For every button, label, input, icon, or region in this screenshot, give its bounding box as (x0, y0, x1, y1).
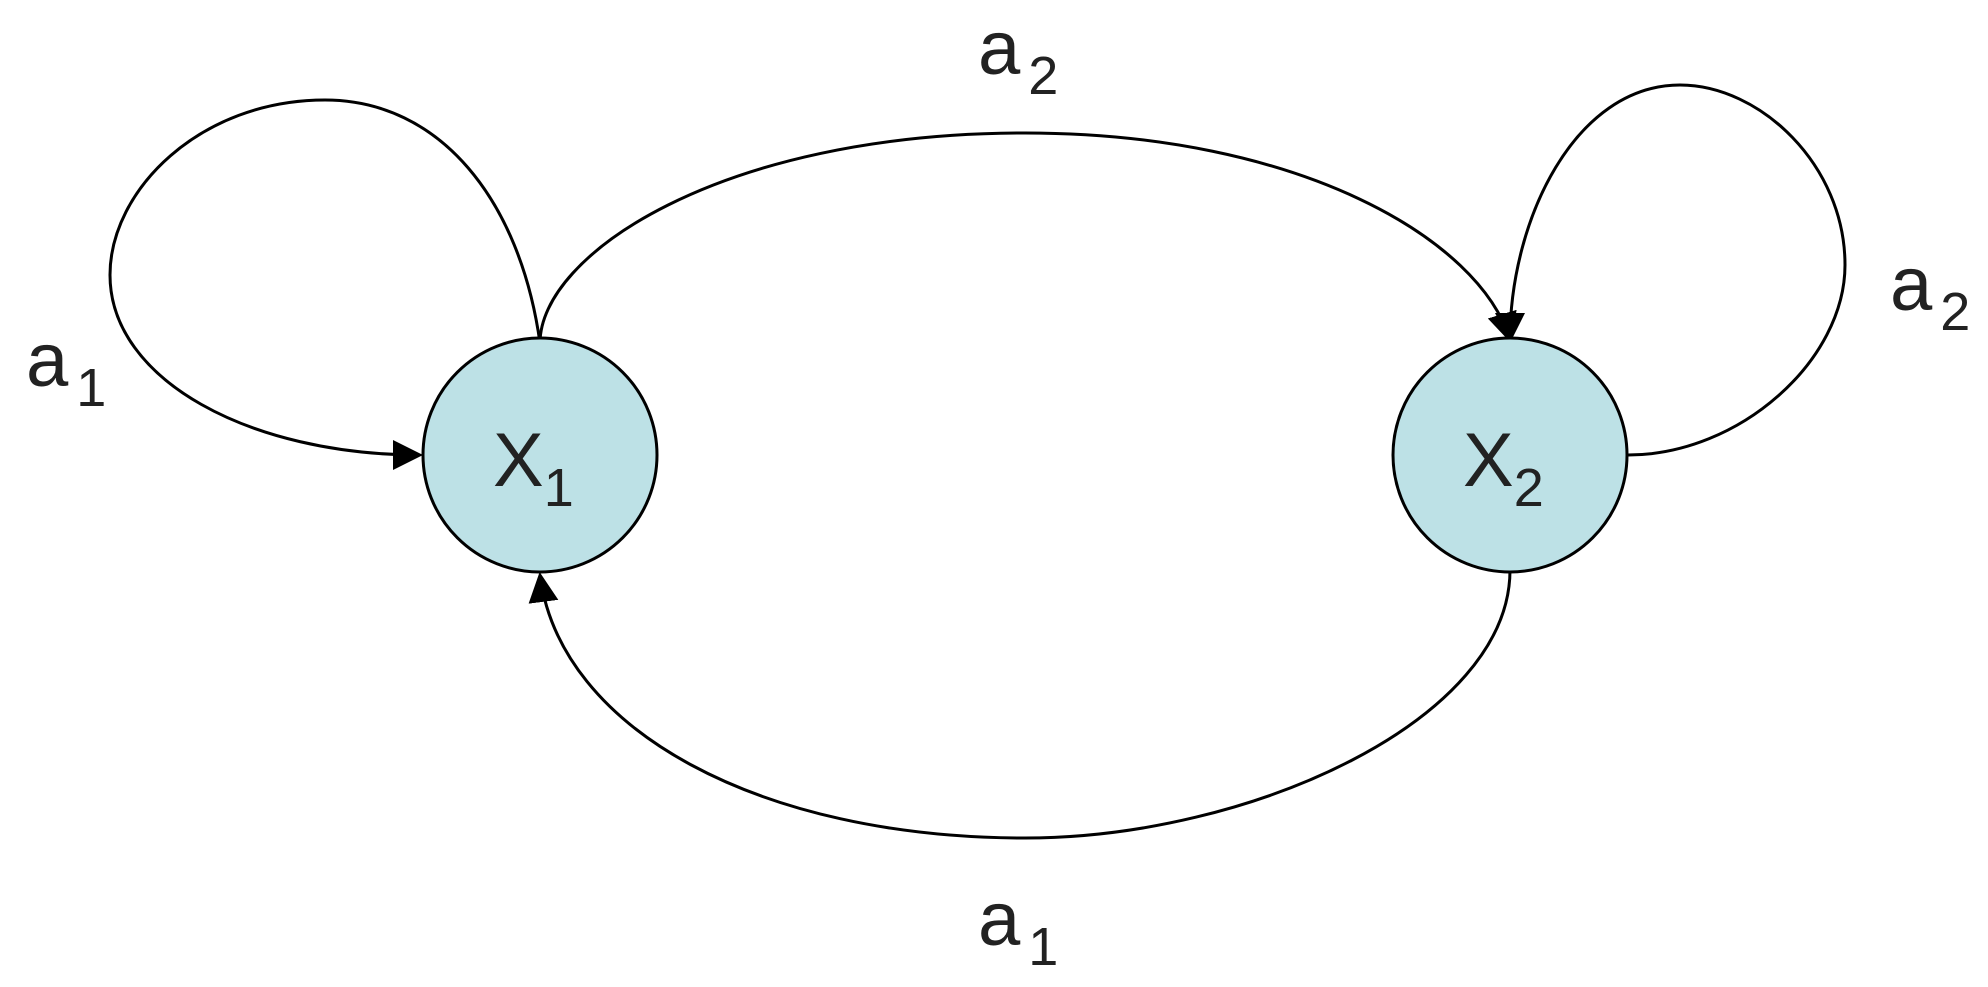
edge-x1-self-loop-letter: a (26, 318, 69, 403)
node-x2-circle (1391, 336, 1629, 574)
edge-x2-to-x1-subscript: 1 (1028, 917, 1058, 977)
node-x2-label: X2 (1463, 418, 1544, 518)
node-x1-circle (421, 336, 659, 574)
node-x2-symbol: X (1463, 418, 1514, 503)
node-x2-subscript: 2 (1514, 458, 1544, 518)
edge-x2-self-loop-subscript: 2 (1940, 282, 1970, 342)
edge-x1-self-loop-subscript: 1 (76, 358, 106, 418)
edge-x2-to-x1-letter: a (978, 877, 1021, 962)
edge-x1-to-x2-subscript: 2 (1028, 46, 1058, 106)
edge-x1-to-x2 (538, 131, 1517, 344)
node-x1[interactable]: X1 (421, 336, 659, 574)
node-x1-subscript: 1 (544, 458, 574, 518)
edge-x2-self-loop-letter: a (1890, 242, 1933, 327)
edge-x2-self-loop (1495, 83, 1847, 457)
node-x1-label: X1 (493, 418, 574, 518)
node-x1-symbol: X (493, 418, 544, 503)
edge-x1-to-x2-letter: a (978, 6, 1021, 91)
edge-x2-to-x1 (528, 569, 1512, 840)
node-x2[interactable]: X2 (1391, 336, 1629, 574)
edge-x1-self-loop (108, 98, 542, 470)
